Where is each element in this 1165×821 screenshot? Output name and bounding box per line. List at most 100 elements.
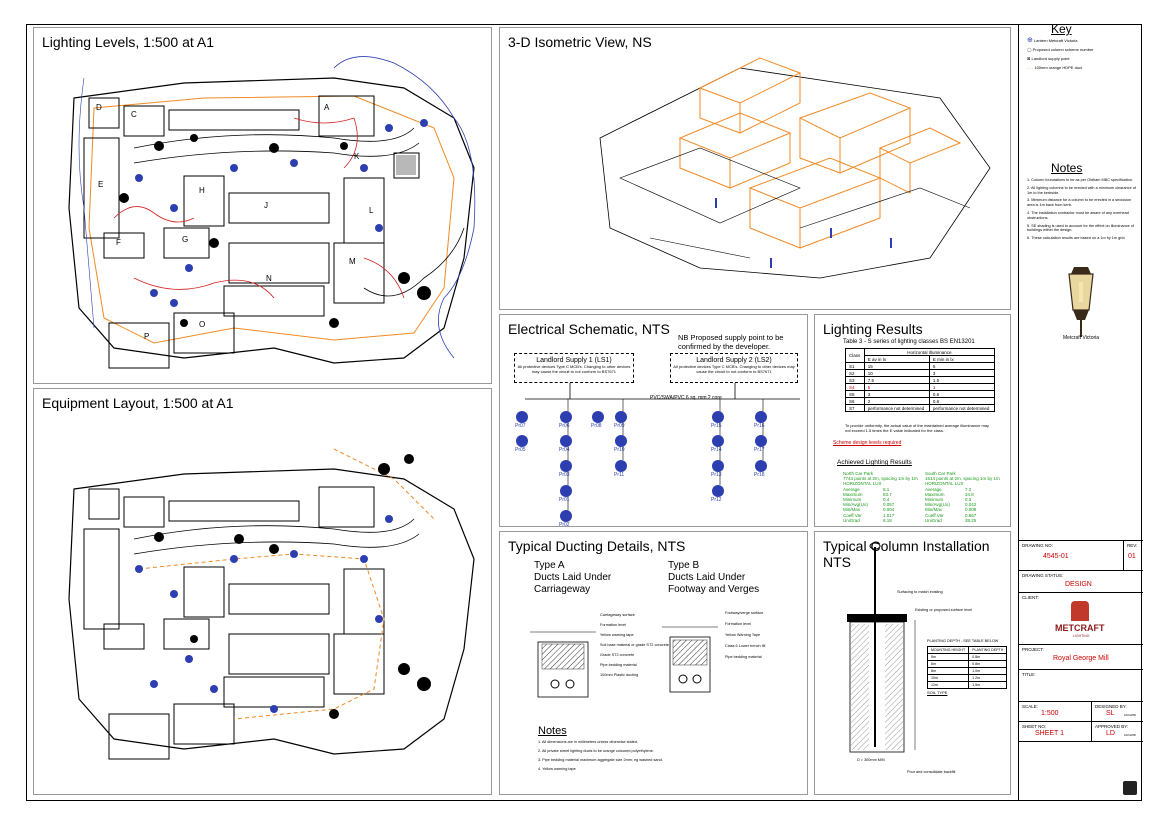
footer-cell bbox=[1019, 741, 1143, 801]
panel-title: Electrical Schematic, NTS bbox=[508, 321, 670, 337]
lamp-column-icon bbox=[516, 411, 528, 423]
block-label-l: L bbox=[369, 206, 374, 215]
key-notes-title: Notes bbox=[1051, 161, 1083, 175]
lamp-column-icon bbox=[755, 411, 767, 423]
duct-line-icon: - - - bbox=[1027, 65, 1034, 70]
block-label-j: J bbox=[264, 201, 268, 210]
client-sub: LIGHTING bbox=[1073, 634, 1090, 638]
block-label-o: O bbox=[199, 320, 206, 329]
lamp-column-icon bbox=[712, 460, 724, 472]
client-name: METCRAFT bbox=[1055, 623, 1105, 633]
result-row: Min/Avg(Uo)0.042 bbox=[925, 502, 977, 508]
column-label: Pr06 bbox=[559, 423, 570, 429]
lamp-column-icon bbox=[560, 460, 572, 472]
key-title: Key bbox=[1051, 22, 1072, 36]
block-label-g: G bbox=[182, 235, 189, 244]
lamp-column-icon bbox=[516, 435, 528, 447]
block-label-e: E bbox=[98, 180, 104, 189]
lighting-levels-plan bbox=[68, 56, 476, 369]
lamp-column-icon bbox=[712, 411, 724, 423]
table-footnote: To provide uniformity, the actual value … bbox=[845, 423, 990, 433]
column-label: Pr03 bbox=[559, 472, 570, 478]
ls2-note: All protective devices Type C MCB's. Cha… bbox=[673, 364, 795, 374]
north-car-park: North Car Park 7743 points at 2m, spacin… bbox=[843, 471, 923, 523]
ducting-notes-title: Notes bbox=[538, 725, 567, 737]
ls1-note: All protective devices Type C MCB's. Cha… bbox=[517, 364, 631, 374]
block-label-d: D bbox=[96, 103, 102, 112]
block-label-m: M bbox=[349, 257, 356, 266]
panel-title: Lighting Results bbox=[823, 321, 923, 337]
panel-title: Typical Column Installation NTS bbox=[823, 538, 990, 570]
column-label: Pr08 bbox=[591, 423, 602, 429]
backfill-label: Pour and consolidate backfill bbox=[907, 770, 956, 774]
column-label: Pr01 bbox=[559, 497, 570, 503]
designed-cell: DESIGNED BY: SL 10/12/08 bbox=[1091, 701, 1143, 721]
depth-label: D = 300mm MIN bbox=[857, 758, 885, 762]
south-car-park: South Car Park 1614 points at 2m, spacin… bbox=[925, 471, 1005, 523]
lamp-column-icon bbox=[560, 435, 572, 447]
duct-sections bbox=[530, 626, 718, 698]
column-label: Pr13 bbox=[711, 472, 722, 478]
approved-cell: APPROVED BY: LD 10/12/08 bbox=[1091, 721, 1143, 741]
lamp-column-icon bbox=[592, 411, 604, 423]
column-label: Pr04 bbox=[559, 447, 570, 453]
equipment-plan bbox=[68, 448, 475, 760]
electrical-panel: Electrical Schematic, NTS NB Proposed su… bbox=[499, 314, 808, 527]
column-label: Pr14 bbox=[711, 447, 722, 453]
block-label-n: N bbox=[266, 274, 272, 283]
existing-label: Existing or proposed surface level bbox=[915, 608, 972, 612]
illuminance-header: Horizontal Illuminance bbox=[863, 348, 996, 356]
column-label: Pr18 bbox=[754, 472, 765, 478]
isometric-panel: 3-D Isometric View, NS bbox=[499, 27, 1011, 310]
landlord-supply-1: Landlord Supply 1 (LS1) All protective d… bbox=[514, 353, 634, 383]
lamp-column-icon bbox=[712, 485, 724, 497]
emin-header: E min in lx bbox=[928, 355, 996, 363]
title-cell: TITLE: bbox=[1019, 669, 1143, 701]
lamp-column-icon bbox=[560, 485, 572, 497]
block-label-p: P bbox=[144, 332, 150, 341]
column-section bbox=[847, 542, 916, 753]
scheme-note: Scheme design levels required bbox=[833, 440, 902, 446]
lamp-column-icon bbox=[755, 460, 767, 472]
block-label-c: C bbox=[131, 110, 137, 119]
client-cell: CLIENT: METCRAFT LIGHTING bbox=[1019, 592, 1143, 644]
column-label: Pr11 bbox=[614, 472, 625, 478]
column-label: Pr07 bbox=[515, 423, 526, 429]
supply-point-note: NB Proposed supply point to be confirmed… bbox=[678, 333, 784, 351]
column-panel: Typical Column Installation NTS PLANTING… bbox=[814, 531, 1011, 795]
metcraft-logo-icon bbox=[1071, 601, 1089, 621]
lantern-image bbox=[1068, 267, 1094, 337]
project-cell: PROJECT: Royal George Mill bbox=[1019, 644, 1143, 669]
lantern-caption: Metcraft Victoria bbox=[1063, 335, 1100, 341]
block-label-f: F bbox=[116, 238, 121, 247]
column-label: Pr15 bbox=[711, 423, 722, 429]
result-row: Min/Avg(Uo)0.057 bbox=[843, 502, 895, 508]
drawing-no-cell: DRAWING NO: 4545-01 bbox=[1019, 540, 1123, 570]
landlord-supply-2: Landlord Supply 2 (LS2) All protective d… bbox=[670, 353, 798, 383]
lamp-column-icon bbox=[615, 435, 627, 447]
achieved-title: Achieved Lighting Results bbox=[837, 459, 912, 466]
lighting-results-panel: Lighting Results Table 3 - S series of l… bbox=[814, 314, 1011, 527]
eav-header: E av in lx bbox=[863, 355, 930, 363]
sheet-cell: SHEET NO: SHEET 1 bbox=[1019, 721, 1091, 741]
lamp-column-icon bbox=[560, 411, 572, 423]
panel-title: 3-D Isometric View, NS bbox=[508, 34, 652, 50]
panel-title: Typical Ducting Details, NTS bbox=[508, 538, 686, 554]
